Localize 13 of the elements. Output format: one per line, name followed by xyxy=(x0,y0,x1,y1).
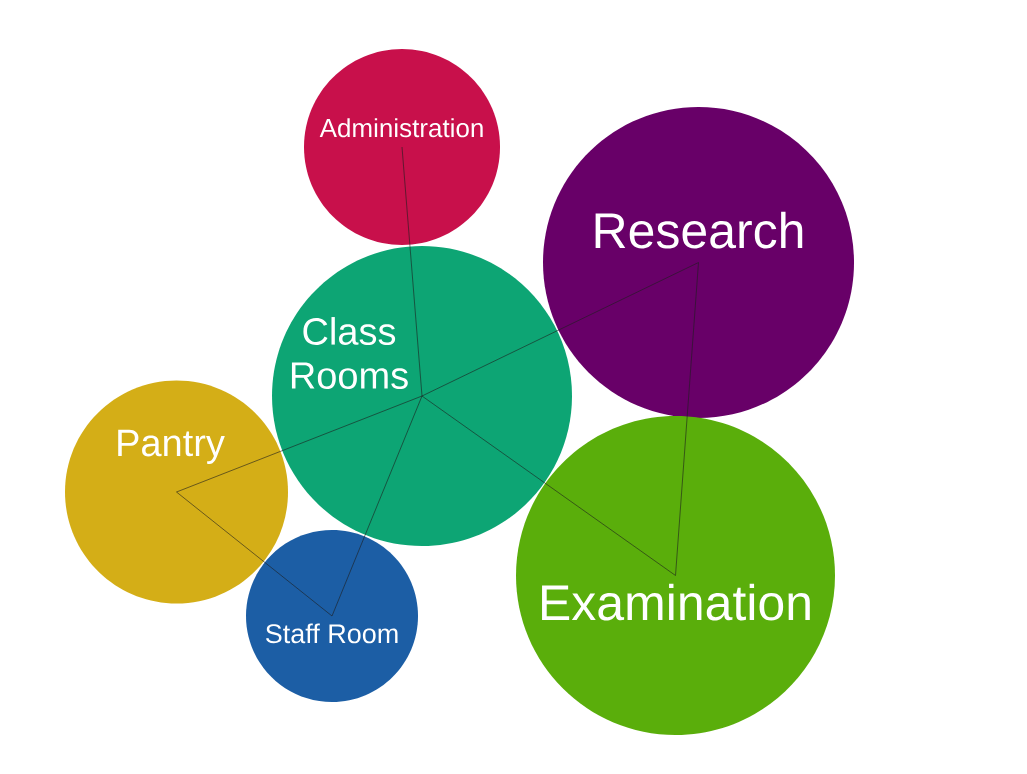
bubble: Staff Room xyxy=(246,530,418,702)
bubble: Pantry xyxy=(65,380,288,604)
link-line xyxy=(421,395,676,576)
link-line xyxy=(675,262,699,576)
bubble: Research xyxy=(543,107,854,418)
bubble: Class Rooms xyxy=(272,246,572,546)
link-line xyxy=(176,395,423,493)
bubble: Examination xyxy=(516,416,835,735)
bubble: Administration xyxy=(304,49,500,245)
link-line xyxy=(176,491,333,617)
link-line xyxy=(331,395,423,617)
link-line xyxy=(401,146,423,397)
link-line xyxy=(421,262,699,397)
